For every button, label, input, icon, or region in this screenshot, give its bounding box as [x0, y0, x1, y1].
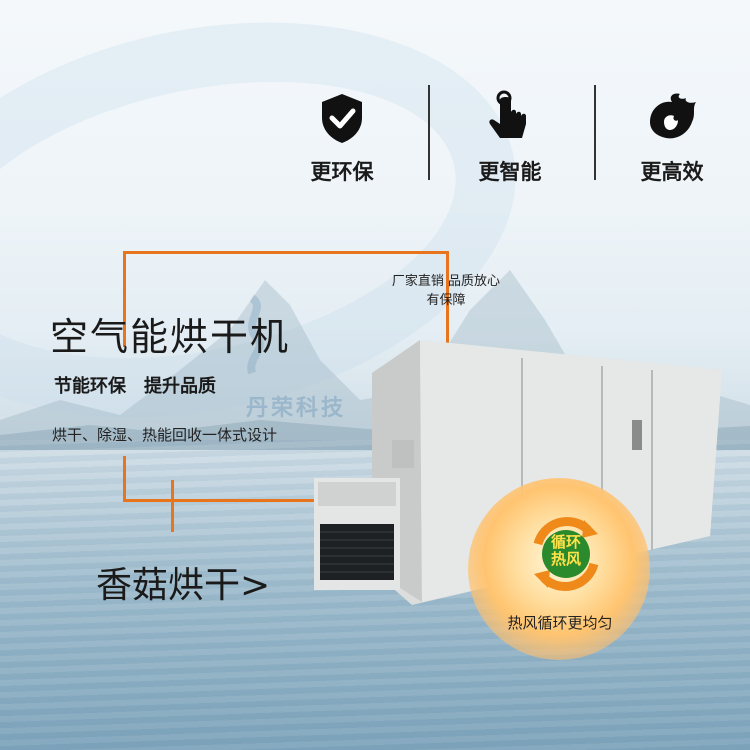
logo-text: 丹荣科技: [246, 396, 347, 421]
badge-center-text: 循环热风: [550, 533, 581, 568]
pointer-hand-icon: [480, 88, 540, 148]
frame-top-line: [123, 251, 449, 254]
flame-icon: [642, 88, 702, 148]
product-subtitle: 节能环保 提升品质: [54, 376, 216, 397]
cta-link[interactable]: 香菇烘干>: [96, 565, 271, 606]
factory-note: 厂家直销 品质放心 有保障: [376, 272, 516, 310]
frame-left-top-line: [123, 251, 126, 347]
product-title: 空气能烘干机: [50, 315, 291, 359]
frame-tick-line: [171, 480, 174, 532]
frame-bottom-line: [123, 499, 323, 502]
frame-left-bottom-line: [123, 456, 126, 502]
divider: [428, 85, 430, 180]
divider: [594, 85, 596, 180]
product-description: 烘干、除湿、热能回收一体式设计: [52, 426, 278, 444]
shield-check-icon: [312, 88, 372, 148]
feature-efficient: 更高效: [612, 88, 732, 186]
logo-mark-icon: [247, 294, 264, 375]
feature-eco: 更环保: [282, 88, 402, 186]
feature-label: 更智能: [478, 160, 542, 184]
factory-note-line: 有保障: [426, 293, 466, 308]
factory-note-line: 厂家直销 品质放心: [391, 274, 501, 289]
badge-label: 热风循环更均匀: [507, 614, 613, 632]
frame-right-line: [446, 251, 449, 361]
feature-smart: 更智能: [450, 88, 570, 186]
circulation-arrows-icon: [533, 516, 599, 592]
feature-label: 更环保: [310, 160, 374, 184]
feature-label: 更高效: [640, 160, 704, 184]
